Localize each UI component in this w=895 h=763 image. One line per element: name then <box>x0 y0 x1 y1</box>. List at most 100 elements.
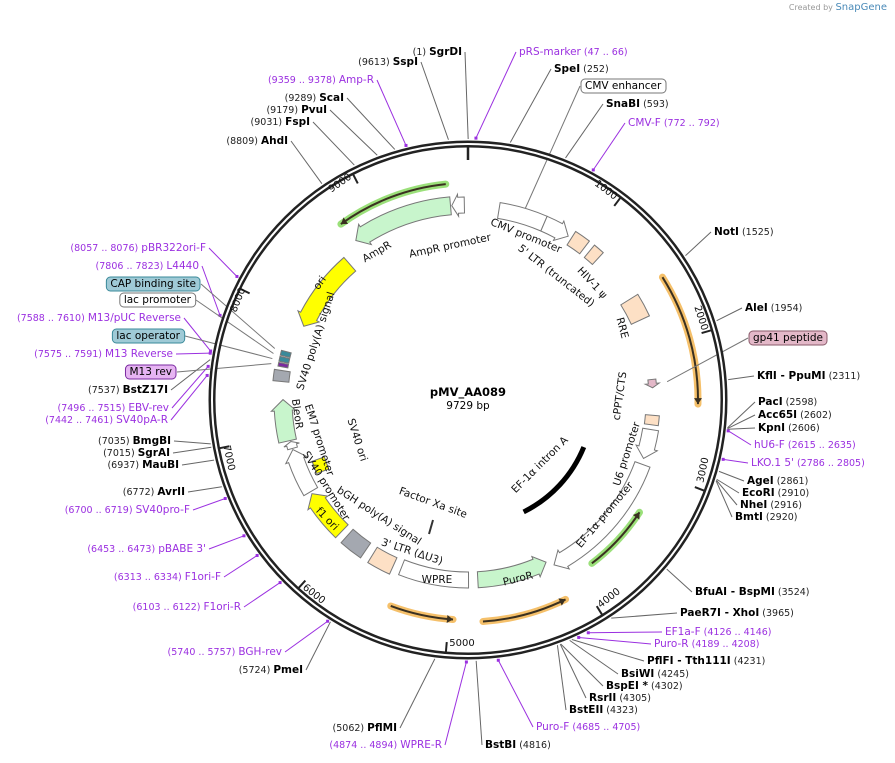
sv40-polya-feature <box>272 368 291 383</box>
enzyme-site-paer7i: PaeR7I - XhoI (3965) <box>680 607 794 619</box>
callout-box <box>119 292 197 308</box>
primer-mark <box>208 351 212 355</box>
enzyme-site-bspei-pos: (4302) <box>648 681 683 692</box>
enzyme-site-pmei: (5724) PmeI <box>239 664 303 676</box>
feature-callout-cap-binding-site: CAP binding site <box>105 276 201 292</box>
enzyme-site-sgrai-name: SgrAI <box>138 447 170 459</box>
enzyme-site-scai-pos: (9289) <box>285 93 320 104</box>
enzyme-leader-line <box>716 307 743 322</box>
enzyme-site-avrii-pos: (6772) <box>123 487 158 498</box>
primer-lko-1-5-: LKO.1 5' (2786 .. 2805) <box>751 457 865 469</box>
primer-puro-f-name: Puro-F <box>536 721 569 733</box>
primer-wpre-r-name: WPRE-R <box>400 739 442 751</box>
enzyme-site-snabi-name: SnaBI <box>606 98 640 110</box>
enzyme-leader-line <box>727 414 756 430</box>
callout-leader-line <box>524 85 581 209</box>
enzyme-leader-line <box>475 660 483 746</box>
primer-prs-marker: pRS-marker (47 .. 66) <box>519 46 628 58</box>
orf-2-glow <box>479 595 570 625</box>
tick-mark <box>240 288 251 295</box>
primer-puro-f: Puro-F (4685 .. 4705) <box>536 721 640 733</box>
primer-hu6-f-pos: (2615 .. 2635) <box>785 440 856 451</box>
primer-pbr322ori-f-pos: (8057 .. 8076) <box>70 243 141 254</box>
enzyme-site-maubi: (6937) MauBI <box>107 459 179 471</box>
primer-hu6-f: hU6-F (2615 .. 2635) <box>754 439 856 451</box>
primer-ebv-rev-name: EBV-rev <box>128 402 169 414</box>
primer-m13-puc-reverse-pos: (7588 .. 7610) <box>17 313 88 324</box>
primer-f1ori-r-name: F1ori-R <box>204 601 241 613</box>
enzyme-site-pflmi-pos: (5062) <box>333 723 368 734</box>
primer-mark <box>591 168 595 172</box>
enzyme-leader-line <box>170 359 211 391</box>
enzyme-leader-line <box>312 121 355 166</box>
tick-label: 3000 <box>695 457 711 484</box>
enzyme-site-agei: AgeI (2861) <box>747 475 808 487</box>
ef1a-orf-arrowhead <box>632 512 640 520</box>
primer-leader-line <box>171 366 209 409</box>
callout-label: CMV enhancer <box>585 80 662 92</box>
enzyme-site-pvui: (9179) PvuI <box>266 104 327 116</box>
enzyme-site-noti-pos: (1525) <box>739 227 774 238</box>
enzyme-site-fspi-name: FspI <box>285 116 310 128</box>
enzyme-leader-line <box>727 401 756 429</box>
primer-amp-r-pos: (9359 .. 9378) <box>268 75 339 86</box>
enzyme-leader-line <box>187 486 222 493</box>
primer-pbr322ori-f: (8057 .. 8076) pBR322ori-F <box>70 242 206 254</box>
enzyme-leader-line <box>569 639 619 675</box>
primer-leader-line <box>376 79 407 146</box>
enzyme-site-alei-name: AleI <box>745 302 768 314</box>
enzyme-site-sgrdi-pos: (1) <box>413 47 429 58</box>
primer-leader-line <box>727 430 752 446</box>
primer-sv40pa-r: (7442 .. 7461) SV40pA-R <box>45 414 168 426</box>
primer-mark <box>206 364 210 368</box>
enzyme-site-paer7i-name: PaeR7I - XhoI <box>680 607 759 619</box>
enzyme-site-bfuai-name: BfuAI - BspMI <box>695 586 775 598</box>
primer-pbr322ori-f-name: pBR322ori-F <box>141 242 206 254</box>
primer-leader-line <box>497 660 534 728</box>
backbone <box>208 140 728 660</box>
ori-feature <box>297 256 357 327</box>
primer-mark <box>496 658 500 662</box>
enzyme-leader-line <box>565 103 604 159</box>
primer-pbabe-3--name: pBABE 3' <box>158 543 206 555</box>
primer-leader-line <box>175 352 211 355</box>
primer-f1ori-f: (6313 .. 6334) F1ori-F <box>114 571 221 583</box>
enzyme-site-agei-pos: (2861) <box>774 476 809 487</box>
enzyme-site-scai-name: ScaI <box>319 92 344 104</box>
tick-mark <box>444 641 448 653</box>
plasmid-name: pMV_AA089 <box>430 385 506 400</box>
enzyme-site-nhei-pos: (2916) <box>767 500 802 511</box>
feature-label-ampr-promoter: AmpR promoter <box>408 231 493 260</box>
enzyme-site-bfuai-pos: (3524) <box>775 587 810 598</box>
tick-label: 8000 <box>229 286 249 314</box>
primer-mark <box>242 534 246 538</box>
enzyme-site-bsiwi-pos: (4245) <box>654 669 689 680</box>
primer-cmv-f-pos: (772 .. 792) <box>661 118 720 129</box>
enzyme-site-acc65i-pos: (2602) <box>797 410 832 421</box>
enzyme-site-pflmi-name: PflMI <box>367 722 397 734</box>
primer-mark <box>474 136 478 140</box>
primer-leader-line <box>588 631 663 634</box>
enzyme-leader-line <box>290 140 323 185</box>
feature-label-sv40-ori: SV40 ori <box>344 417 369 463</box>
primer-lko-1-5--pos: (2786 .. 2805) <box>794 458 865 469</box>
primer-hu6-f-name: hU6-F <box>754 439 785 451</box>
ampr-orf-arrowhead <box>340 217 349 225</box>
credit-text: Created by <box>788 3 833 12</box>
ltr3-feature <box>367 546 398 575</box>
feature-callout-lac-operator: lac operator <box>111 328 186 344</box>
enzyme-site-pflmi: (5062) PflMI <box>333 722 397 734</box>
enzyme-site-alei-pos: (1954) <box>768 303 803 314</box>
callout-box <box>105 276 201 292</box>
u6-feature <box>635 427 660 460</box>
f1ori-feature <box>307 493 349 539</box>
feature-callout-m13-rev: M13 rev <box>124 364 177 380</box>
enzyme-site-paer7i-pos: (3965) <box>759 608 794 619</box>
enzyme-site-bsteii: BstEII (4323) <box>569 704 638 716</box>
primer-mark <box>209 349 213 353</box>
tick-mark <box>694 486 705 492</box>
enzyme-site-sgrai-pos: (7015) <box>103 448 138 459</box>
enzyme-site-pflfi-pos: (4231) <box>731 656 766 667</box>
enzyme-site-bfuai: BfuAI - BspMI (3524) <box>695 586 809 598</box>
enzyme-site-rsrii-pos: (4305) <box>616 693 651 704</box>
